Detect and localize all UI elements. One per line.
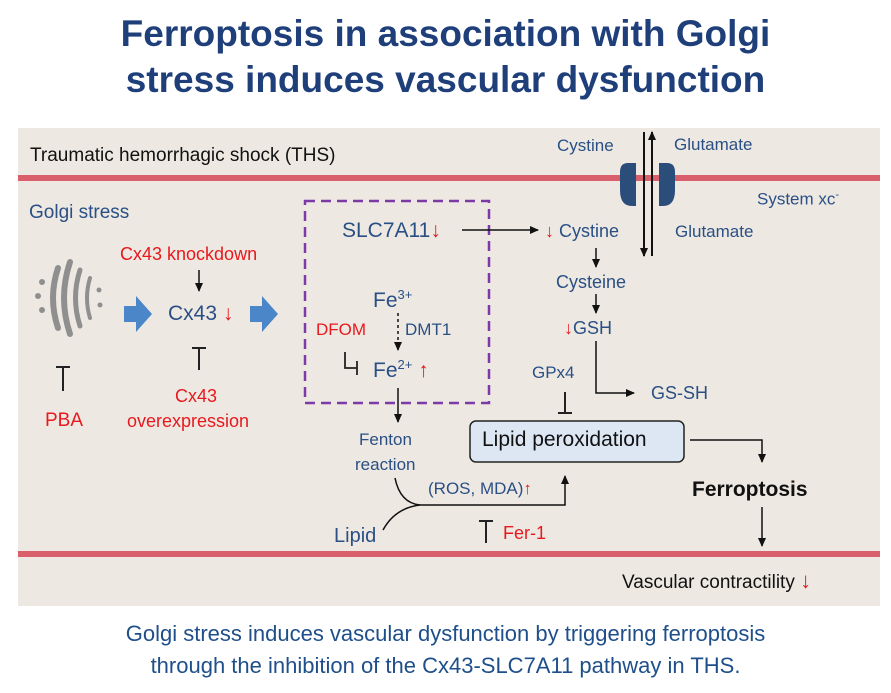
ros-mda-up-arrow: ↑ [523, 479, 532, 498]
block-arrow-1 [124, 296, 152, 332]
cx43-overexpression-label-1: Cx43 [175, 386, 218, 406]
cystine-top-label: Cystine [557, 136, 614, 155]
ros-arrow [510, 475, 569, 506]
cysteine-label: Cysteine [556, 272, 627, 292]
diagram-panel [18, 128, 880, 606]
caption-line-2: through the inhibition of the Cx43-SLC7A… [150, 653, 741, 678]
slc7a11-down-arrow: ↓ [430, 219, 441, 242]
cx43-label: Cx43 [168, 302, 218, 325]
fe3-node: Fe3+ [373, 287, 412, 313]
gpx4-label: GPx4 [532, 363, 575, 382]
title-line-1: Ferroptosis in association with Golgi [120, 13, 771, 54]
cx43-overexpression-label-2: overexpression [127, 411, 250, 431]
vascular-contractility-node: Vascular contractility ↓ [622, 568, 811, 594]
fe2-superscript: 2+ [397, 357, 413, 372]
gsh-down-arrow: ↓ [564, 318, 573, 338]
cystine-down-arrow: ↓ [545, 221, 554, 241]
glutamate-top-label: Glutamate [674, 135, 753, 154]
ferroptosis-label: Ferroptosis [692, 478, 808, 501]
lipid-label: Lipid [334, 525, 377, 547]
cx43-knockdown-label: Cx43 knockdown [120, 244, 258, 264]
lipid-peroxidation-label: Lipid peroxidation [482, 428, 647, 451]
gpx4-inhibit-symbol [558, 392, 572, 414]
pba-label: PBA [45, 410, 84, 431]
gsh-node: ↓GSH [564, 318, 612, 339]
cystine-node: ↓ Cystine [545, 221, 619, 242]
cx43-node: Cx43 ↓ [168, 302, 233, 326]
overexpression-inhibit-symbol [192, 347, 206, 370]
lipid-peroxidation-box [469, 420, 685, 463]
fe3-superscript: 3+ [397, 287, 413, 302]
lipid-curve [382, 504, 510, 531]
gsh-label: GSH [573, 318, 613, 338]
fe2-up-arrow: ↑ [418, 359, 429, 382]
ros-mda-label: (ROS, MDA) [428, 479, 524, 498]
dfom-inhibit-symbol [344, 352, 358, 375]
slc7a11-node: SLC7A11↓ [342, 219, 441, 243]
cx43-down-arrow: ↓ [222, 302, 234, 325]
gs-sh-label: GS-SH [651, 383, 709, 403]
title-line-2: stress induces vascular dysfunction [125, 59, 766, 100]
fer1-inhibit-symbol [479, 520, 493, 543]
fenton-curve [394, 477, 421, 506]
fenton-label-2: reaction [355, 455, 416, 474]
pba-inhibit-symbol [56, 366, 70, 391]
transporter-icon [620, 163, 675, 206]
dfom-label: DFOM [316, 320, 367, 339]
system-xc-label: System xc [757, 189, 836, 209]
system-xc-node: System xc- [757, 189, 839, 210]
block-arrow-2 [250, 296, 278, 332]
ros-mda-node: (ROS, MDA)↑ [428, 479, 532, 499]
membrane-bottom [18, 551, 880, 557]
glutamate-label: Glutamate [675, 222, 754, 241]
peroxidation-to-ferroptosis-arrow [690, 439, 766, 463]
fer1-label: Fer-1 [503, 523, 547, 543]
system-xc-superscript: - [835, 189, 840, 201]
fe3-label: Fe [373, 289, 398, 312]
cystine-label: Cystine [559, 221, 620, 241]
fenton-label-1: Fenton [359, 430, 412, 449]
fe2-node: Fe2+ ↑ [373, 357, 429, 383]
slc7a11-label: SLC7A11 [342, 219, 431, 242]
ths-label: Traumatic hemorrhagic shock (THS) [30, 145, 336, 166]
fe2-label: Fe [373, 359, 398, 382]
membrane-top [18, 175, 880, 181]
caption-line-1: Golgi stress induces vascular dysfunctio… [125, 621, 766, 646]
gsh-to-gssh-arrow [595, 341, 635, 397]
golgi-stress-label: Golgi stress [29, 202, 130, 223]
vascular-down-arrow: ↓ [800, 568, 812, 593]
vascular-contractility-label: Vascular contractility [622, 572, 795, 593]
golgi-apparatus-icon [35, 259, 103, 337]
dmt1-label: DMT1 [405, 320, 452, 339]
